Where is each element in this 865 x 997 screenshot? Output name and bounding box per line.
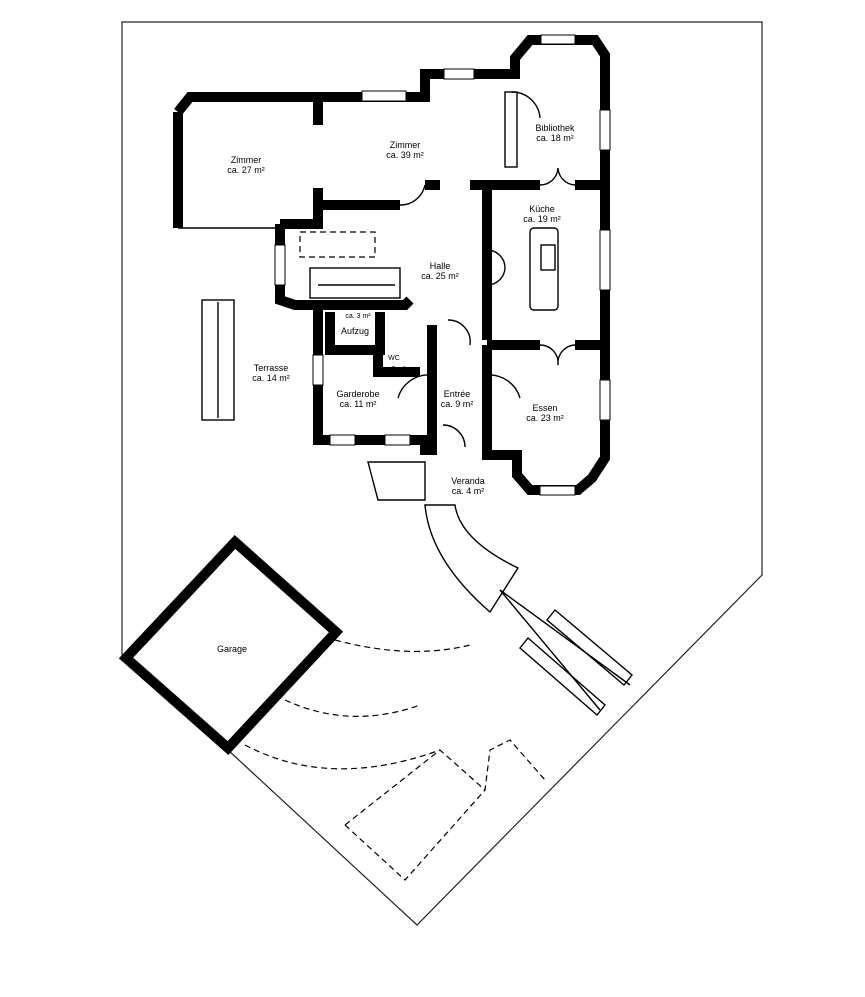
room-name: Garage	[217, 644, 247, 654]
driveway	[244, 639, 546, 881]
stairs	[201, 231, 633, 717]
room-area: ca. 14 m²	[252, 373, 290, 383]
room-name: Essen	[532, 403, 557, 413]
room-name: Halle	[430, 261, 451, 271]
room-area: ca. 3 m²	[345, 313, 371, 320]
room-name: Bibliothek	[535, 123, 575, 133]
room-area: ca. 19 m²	[523, 214, 561, 224]
room-area: ca. 4 m²	[452, 486, 485, 496]
room-name: Entrée	[444, 389, 471, 399]
room-area: ca. 2 m²	[380, 366, 406, 373]
garage	[118, 535, 344, 755]
room-area: ca. 25 m²	[421, 271, 459, 281]
room-name: Garderobe	[336, 389, 379, 399]
room-area: ca. 9 m²	[441, 399, 474, 409]
room-name: WC	[388, 355, 400, 362]
room-area: ca. 39 m²	[386, 150, 424, 160]
room-area: ca. 11 m²	[340, 399, 377, 409]
room-area: ca. 18 m²	[536, 133, 574, 143]
room-name: Küche	[529, 204, 555, 214]
kitchen-island	[504, 91, 559, 311]
windows	[274, 34, 611, 496]
lot-boundary	[121, 21, 763, 926]
room-labels: Zimmer ca. 27 m² Zimmer ca. 39 m² Biblio…	[217, 123, 575, 654]
room-name: Zimmer	[231, 155, 262, 165]
room-name: Veranda	[451, 476, 485, 486]
room-name: Terrasse	[254, 363, 289, 373]
room-name: Zimmer	[390, 140, 421, 150]
room-area: ca. 27 m²	[227, 165, 265, 175]
room-name: Aufzug	[341, 326, 369, 336]
room-area: ca. 23 m²	[526, 413, 564, 423]
